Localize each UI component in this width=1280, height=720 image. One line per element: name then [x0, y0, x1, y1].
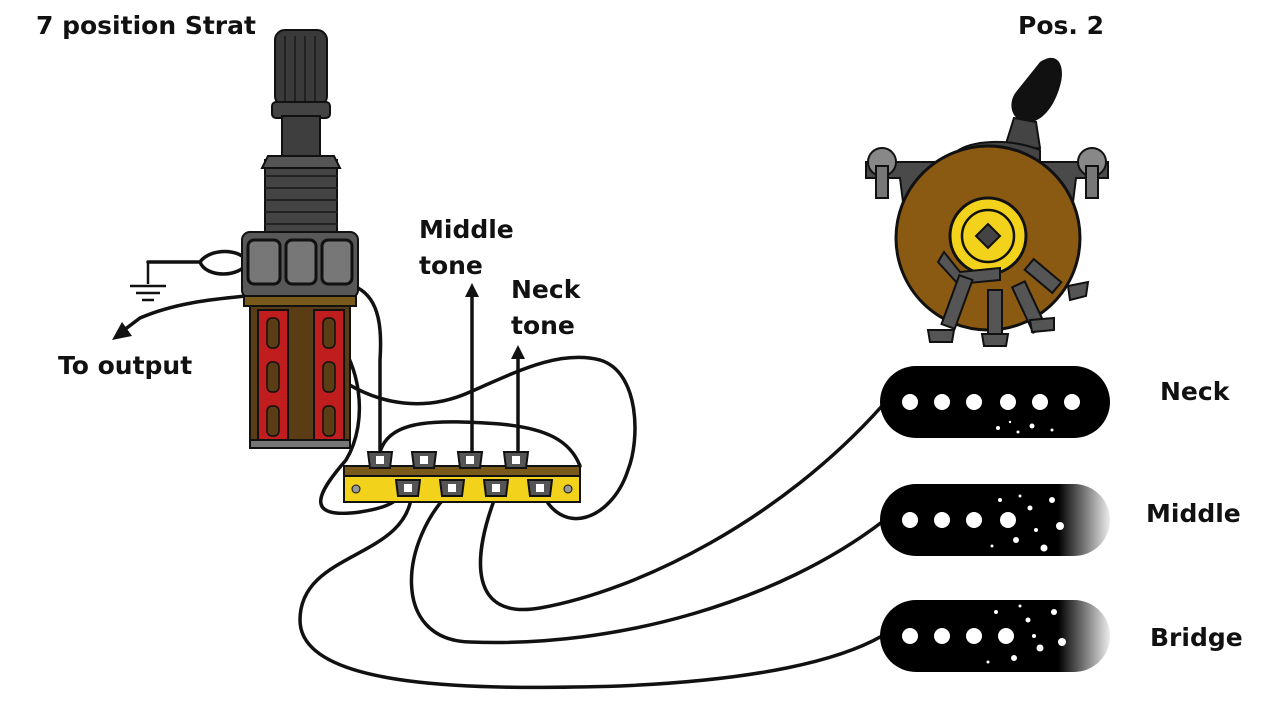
- neck-tone-label-line2: tone: [511, 311, 575, 340]
- neck-tone-label-line1: Neck: [511, 275, 581, 304]
- wire-pp-upper: [319, 328, 407, 515]
- middle-tone-label-line2: tone: [419, 251, 483, 280]
- pickup-label-neck: Neck: [1160, 377, 1230, 406]
- position-label: Pos. 2: [1018, 11, 1104, 40]
- pickup-middle: [880, 482, 1114, 558]
- wire-bridge-pickup: [298, 488, 884, 690]
- ground-wire: [146, 249, 250, 276]
- ground-icon: [130, 262, 166, 302]
- pickup-label-bridge: Bridge: [1150, 623, 1243, 652]
- wire-top-loop: [378, 420, 582, 468]
- middle-tone-arrow-icon: [465, 283, 479, 297]
- neck-tone-arrow-icon: [511, 345, 525, 359]
- middle-tone-label-line1: Middle: [419, 215, 514, 244]
- output-arrow-icon: [112, 322, 132, 340]
- to-output-label: To output: [58, 351, 193, 380]
- wire-pp-lower: [328, 355, 637, 521]
- pickup-selector-switch: [865, 57, 1109, 347]
- diagram-title: 7 position Strat: [36, 11, 256, 40]
- wire-pot-switch: [356, 286, 383, 452]
- pickup-neck: [880, 366, 1110, 438]
- pickup-label-middle: Middle: [1146, 499, 1241, 528]
- terminal-strip: [343, 451, 581, 503]
- wires: [122, 249, 884, 690]
- pickup-bridge: [880, 598, 1114, 674]
- wire-middle-pickup: [409, 488, 884, 645]
- push-pull-pot: [241, 29, 359, 449]
- wire-neck-pickup: [478, 404, 884, 612]
